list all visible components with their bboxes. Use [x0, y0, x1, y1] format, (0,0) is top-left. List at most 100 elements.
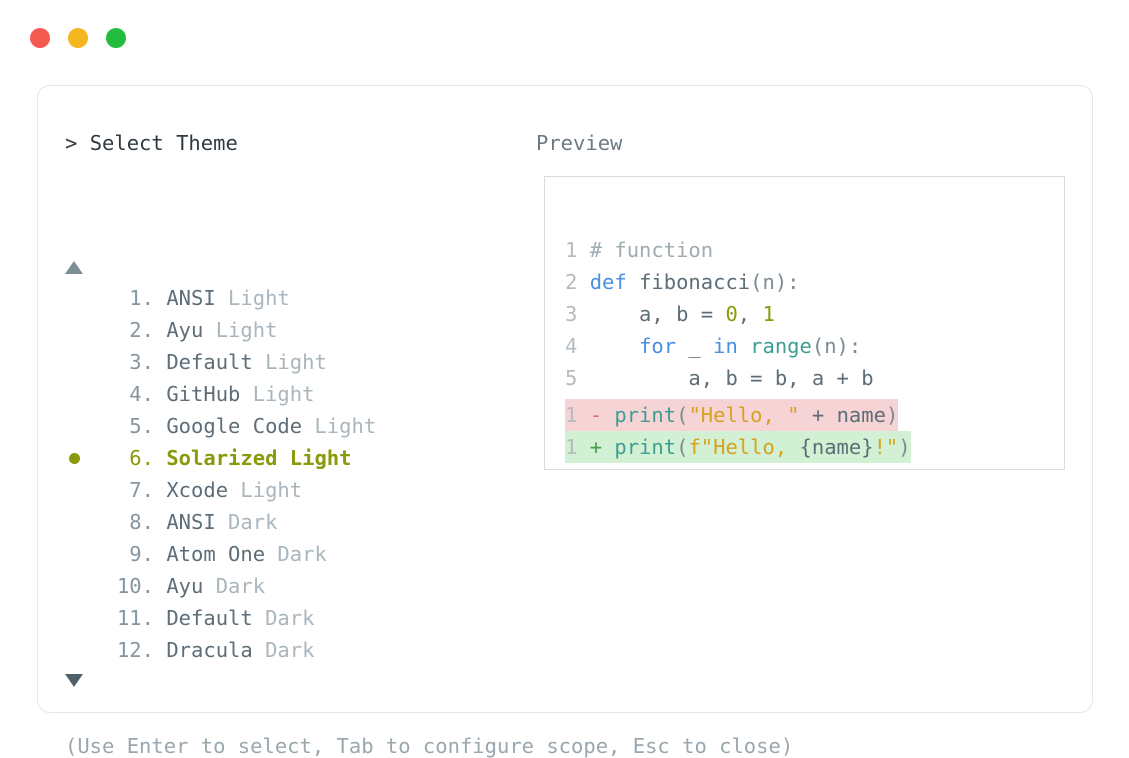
prompt-symbol: > — [65, 131, 90, 155]
theme-item-variant: Dark — [252, 638, 315, 662]
line-number: 2 — [565, 270, 590, 294]
code-token: in — [713, 334, 738, 358]
code-token: (n): — [750, 270, 800, 294]
window-traffic-lights — [30, 28, 126, 48]
code-token: def — [589, 270, 640, 294]
theme-item-number: 3. — [116, 350, 154, 374]
diff-highlight: 1 - print("Hello, " + name) — [565, 399, 899, 431]
theme-list-item[interactable]: 10. Ayu Dark — [65, 570, 535, 602]
theme-list-item[interactable]: 7. Xcode Light — [65, 474, 535, 506]
theme-list-item[interactable]: 6. Solarized Light — [65, 442, 535, 474]
theme-item-number: 8. — [116, 510, 154, 534]
theme-item-variant: Light — [203, 318, 278, 342]
code-token: {name} — [799, 435, 874, 459]
code-token — [590, 334, 639, 358]
code-line: 4 for _ in range(n): — [565, 330, 874, 362]
theme-list-item[interactable]: 9. Atom One Dark — [65, 538, 535, 570]
theme-item-number: 12. — [116, 638, 154, 662]
theme-item-number: 5. — [116, 414, 154, 438]
theme-list-item[interactable]: 11. Default Dark — [65, 602, 535, 634]
code-token: !" — [873, 435, 899, 459]
theme-item-variant: Light — [302, 414, 377, 438]
line-number: 3 — [565, 302, 590, 326]
theme-item-variant: Light — [240, 382, 315, 406]
diff-highlight: 1 + print(f"Hello, {name}!") — [565, 431, 911, 463]
code-line: 3 a, b = 0, 1 — [565, 298, 874, 330]
theme-item-name: GitHub — [154, 382, 241, 406]
code-line: 1 # function — [565, 234, 874, 266]
theme-select-pane: > Select Theme — [65, 130, 535, 156]
theme-item-variant: Light — [277, 446, 352, 470]
theme-item-name: Atom One — [154, 542, 266, 566]
code-token: range — [750, 334, 812, 358]
theme-item-name: Google Code — [154, 414, 303, 438]
diff-sign: + — [589, 435, 615, 459]
theme-item-number: 1. — [116, 286, 154, 310]
theme-item-variant: Light — [228, 478, 303, 502]
page-title-text: Select Theme — [89, 131, 238, 155]
theme-item-number: 7. — [116, 478, 154, 502]
theme-list-item[interactable]: 8. ANSI Dark — [65, 506, 535, 538]
diff-sample: 1 - print("Hello, " + name)1 + print(f"H… — [565, 399, 911, 463]
code-token: 0 — [725, 302, 738, 326]
diff-sign: - — [589, 403, 615, 427]
theme-item-name: Default — [154, 606, 253, 630]
theme-item-variant: Dark — [215, 510, 278, 534]
preview-pane: Preview — [536, 130, 1076, 156]
theme-item-name: ANSI — [154, 510, 216, 534]
theme-item-number: 11. — [116, 606, 154, 630]
theme-item-name: Dracula — [154, 638, 253, 662]
code-token: _ — [676, 334, 714, 358]
theme-item-name: Solarized — [154, 446, 278, 470]
preview-title: Preview — [536, 131, 623, 155]
theme-list-item[interactable]: 4. GitHub Light — [65, 378, 535, 410]
code-token: name — [836, 403, 886, 427]
theme-list-item[interactable]: 12. Dracula Dark — [65, 634, 535, 666]
code-token: + — [799, 403, 837, 427]
code-token: fibonacci — [639, 270, 751, 294]
code-token: (n): — [811, 334, 862, 358]
line-number: 1 — [565, 238, 590, 262]
code-token: "Hello, " — [688, 403, 800, 427]
code-line: 5 a, b = b, a + b — [565, 362, 874, 394]
theme-list-item[interactable]: 3. Default Light — [65, 346, 535, 378]
theme-item-number: 2. — [116, 318, 154, 342]
theme-item-variant: Light — [252, 350, 327, 374]
code-token: print — [614, 403, 677, 427]
maximize-button[interactable] — [106, 28, 126, 48]
triangle-up-icon[interactable] — [65, 261, 83, 274]
theme-item-variant: Dark — [203, 574, 266, 598]
keyboard-hint: (Use Enter to select, Tab to configure s… — [65, 734, 794, 758]
code-token — [738, 334, 750, 358]
theme-list-item[interactable]: 1. ANSI Light — [65, 282, 535, 314]
code-token: # function — [589, 238, 714, 262]
minimize-button[interactable] — [68, 28, 88, 48]
triangle-down-icon[interactable] — [65, 674, 83, 687]
line-number: 1 — [565, 403, 590, 427]
theme-item-number: 9. — [116, 542, 154, 566]
code-line: 2 def fibonacci(n): — [565, 266, 874, 298]
theme-item-name: Default — [154, 350, 253, 374]
code-token: ( — [676, 403, 689, 427]
code-token: f"Hello, — [688, 435, 800, 459]
theme-item-number: 10. — [116, 574, 154, 598]
theme-picker-card: > Select Theme 1. ANSI Light 2. Ayu Ligh… — [37, 85, 1093, 758]
diff-line-add: 1 + print(f"Hello, {name}!") — [565, 431, 911, 463]
theme-item-variant: Light — [215, 286, 290, 310]
code-token: , — [737, 302, 763, 326]
selected-bullet-icon — [69, 453, 80, 464]
theme-item-name: Ayu — [154, 574, 204, 598]
page-title: > Select Theme — [65, 130, 535, 156]
line-number: 4 — [565, 334, 590, 358]
theme-list-item[interactable]: 5. Google Code Light — [65, 410, 535, 442]
theme-list-item[interactable]: 2. Ayu Light — [65, 314, 535, 346]
code-token: print — [614, 435, 677, 459]
theme-item-variant: Dark — [252, 606, 315, 630]
theme-item-number: 6. — [116, 446, 154, 470]
code-token: for — [639, 334, 677, 358]
code-token: a, b = — [589, 302, 726, 326]
close-button[interactable] — [30, 28, 50, 48]
theme-item-name: ANSI — [154, 286, 216, 310]
